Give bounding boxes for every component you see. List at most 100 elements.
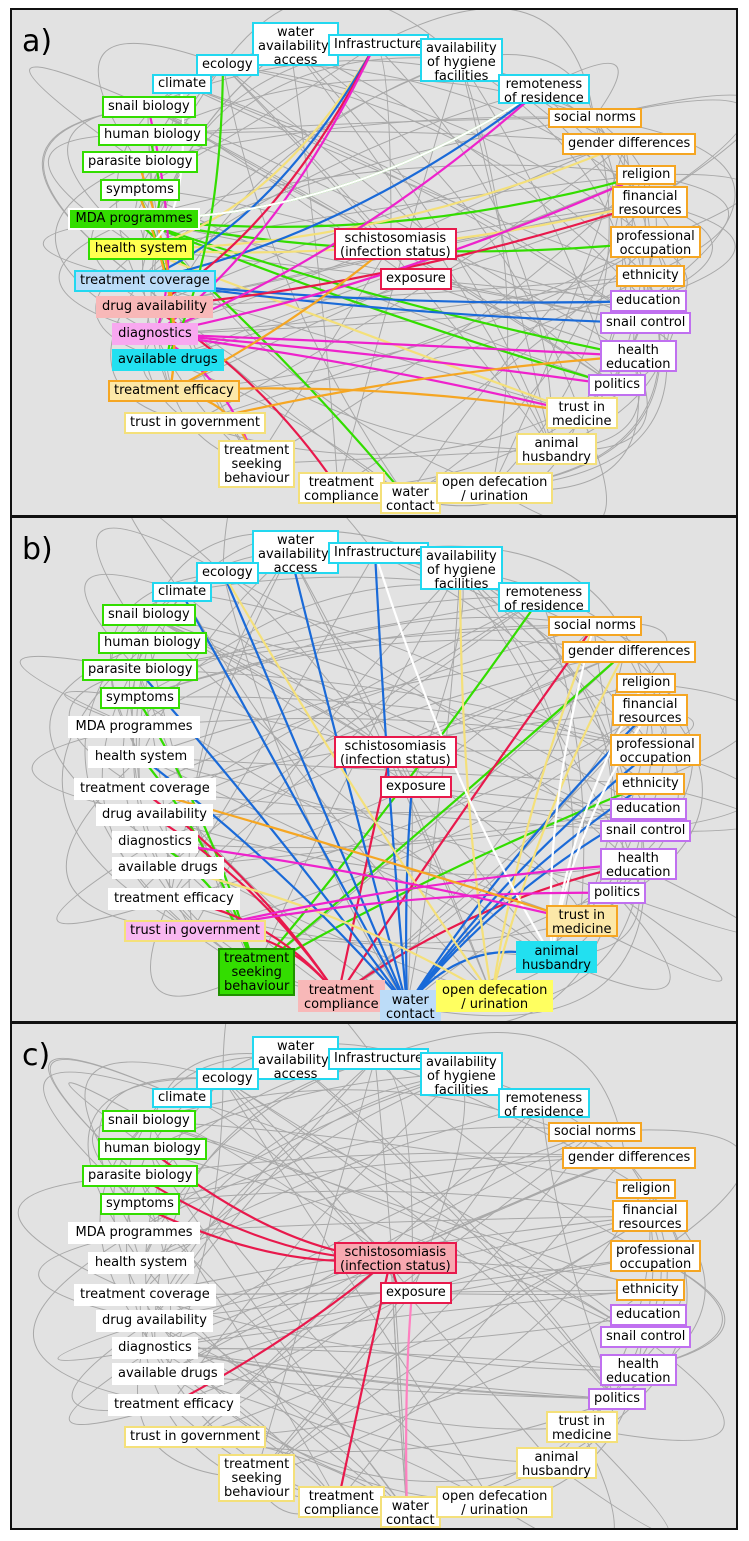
node-label-line: open defecation (442, 475, 548, 490)
node-label-line: drug availability (102, 1313, 207, 1328)
edge-layer (29, 10, 736, 515)
background-edge (133, 717, 654, 751)
node-climate: climate (152, 582, 213, 602)
node-label-line: MDA programmes (75, 1225, 193, 1240)
node-mda: MDA programmes (68, 208, 200, 230)
background-edge (165, 1373, 616, 1400)
node-label-line: professional (616, 229, 695, 244)
node-label-line: exposure (386, 1285, 446, 1300)
node-label-line: remoteness (505, 585, 583, 600)
node-label-line: access (273, 1067, 318, 1082)
background-edge (87, 1078, 224, 1264)
node-label-line: of residence (504, 1105, 584, 1120)
background-edge (133, 164, 645, 220)
node-label-line: health (617, 343, 659, 358)
node-label-line: available drugs (118, 860, 218, 875)
node-ethnicity: ethnicity (616, 265, 685, 287)
node-label-line: ethnicity (622, 268, 679, 283)
node-label-line: politics (594, 1391, 641, 1406)
highlight-edge (490, 651, 626, 997)
background-edge (154, 1289, 648, 1349)
background-edge (289, 43, 646, 302)
node-mda: MDA programmes (68, 1222, 200, 1244)
background-edge (136, 625, 595, 699)
node-label-line: Infrastructure (334, 37, 423, 52)
background-edge (98, 1077, 224, 1234)
node-label-line: Infrastructure (334, 545, 423, 560)
node-trust-gov: trust in government (124, 1426, 266, 1448)
background-edge (139, 625, 595, 790)
node-label-line: availability (426, 549, 497, 564)
highlight-edge (169, 243, 392, 392)
background-edge (147, 614, 643, 832)
background-edge (593, 1129, 736, 1257)
background-edge (148, 1073, 461, 1150)
background-edge (169, 552, 376, 900)
highlight-edge (140, 44, 376, 251)
node-label-line: ecology (202, 1071, 253, 1086)
node-label-line: behaviour (224, 471, 290, 486)
node-label-line: education (616, 1307, 681, 1322)
background-edge (289, 43, 339, 489)
background-edge (374, 44, 553, 450)
node-label-line: education (616, 801, 681, 816)
node-exposure: exposure (380, 776, 452, 798)
node-label-line: human biology (104, 127, 201, 142)
node-treat-cov: treatment coverage (74, 270, 216, 292)
panel-label: a) (22, 24, 53, 59)
node-politics: politics (588, 1388, 647, 1410)
panel-label: c) (22, 1038, 51, 1073)
panel-label: b) (22, 532, 53, 567)
background-edge (150, 1320, 553, 1464)
node-label-line: financial (622, 697, 678, 712)
node-treat-cov: treatment coverage (74, 778, 216, 800)
node-label-line: husbandry (522, 958, 591, 973)
background-edge (180, 591, 493, 997)
background-edge (140, 117, 595, 250)
background-edge (169, 278, 413, 392)
background-edge (169, 241, 654, 392)
node-label-line: MDA programmes (75, 211, 193, 226)
node-label-line: treatment (308, 1489, 374, 1504)
background-edge (289, 1057, 616, 1400)
node-label-line: MDA programmes (75, 719, 193, 734)
node-label-line: facilities (434, 577, 489, 592)
node-label-line: symptoms (106, 182, 174, 197)
node-avail-drugs: available drugs (112, 349, 224, 371)
node-label-line: ethnicity (622, 1282, 679, 1297)
node-label-line: education (616, 293, 681, 308)
node-label-line: religion (622, 1181, 671, 1196)
node-drug-avail: drug availability (96, 1310, 213, 1332)
node-parasite-bio: parasite biology (82, 1165, 199, 1187)
node-label-line: education (606, 865, 671, 880)
node-open-def: open defecation/ urination (436, 1486, 554, 1518)
background-edge (165, 1257, 392, 1375)
background-edge (140, 651, 626, 758)
background-edge (58, 218, 156, 335)
background-edge (551, 892, 671, 990)
node-social: social norms (548, 1122, 642, 1142)
node-label-line: animal (534, 436, 579, 451)
highlight-edge (133, 217, 634, 358)
node-label-line: diagnostics (118, 1340, 192, 1355)
node-drug-avail: drug availability (96, 804, 213, 826)
highlight-edge (288, 551, 409, 1007)
node-label-line: health (617, 851, 659, 866)
background-edge (491, 1426, 615, 1528)
background-edge (137, 1152, 626, 1177)
node-label-line: medicine (552, 1428, 612, 1443)
background-edge (31, 726, 152, 816)
node-treat-eff: treatment efficacy (108, 380, 240, 402)
node-diagnostics: diagnostics (112, 1337, 198, 1359)
node-snail-ctrl: snail control (600, 820, 692, 842)
background-edge (148, 1148, 643, 1338)
node-symptoms: symptoms (100, 1193, 180, 1215)
background-edge (38, 1232, 152, 1322)
node-label-line: water (277, 25, 315, 40)
node-human-bio: human biology (98, 1138, 207, 1160)
